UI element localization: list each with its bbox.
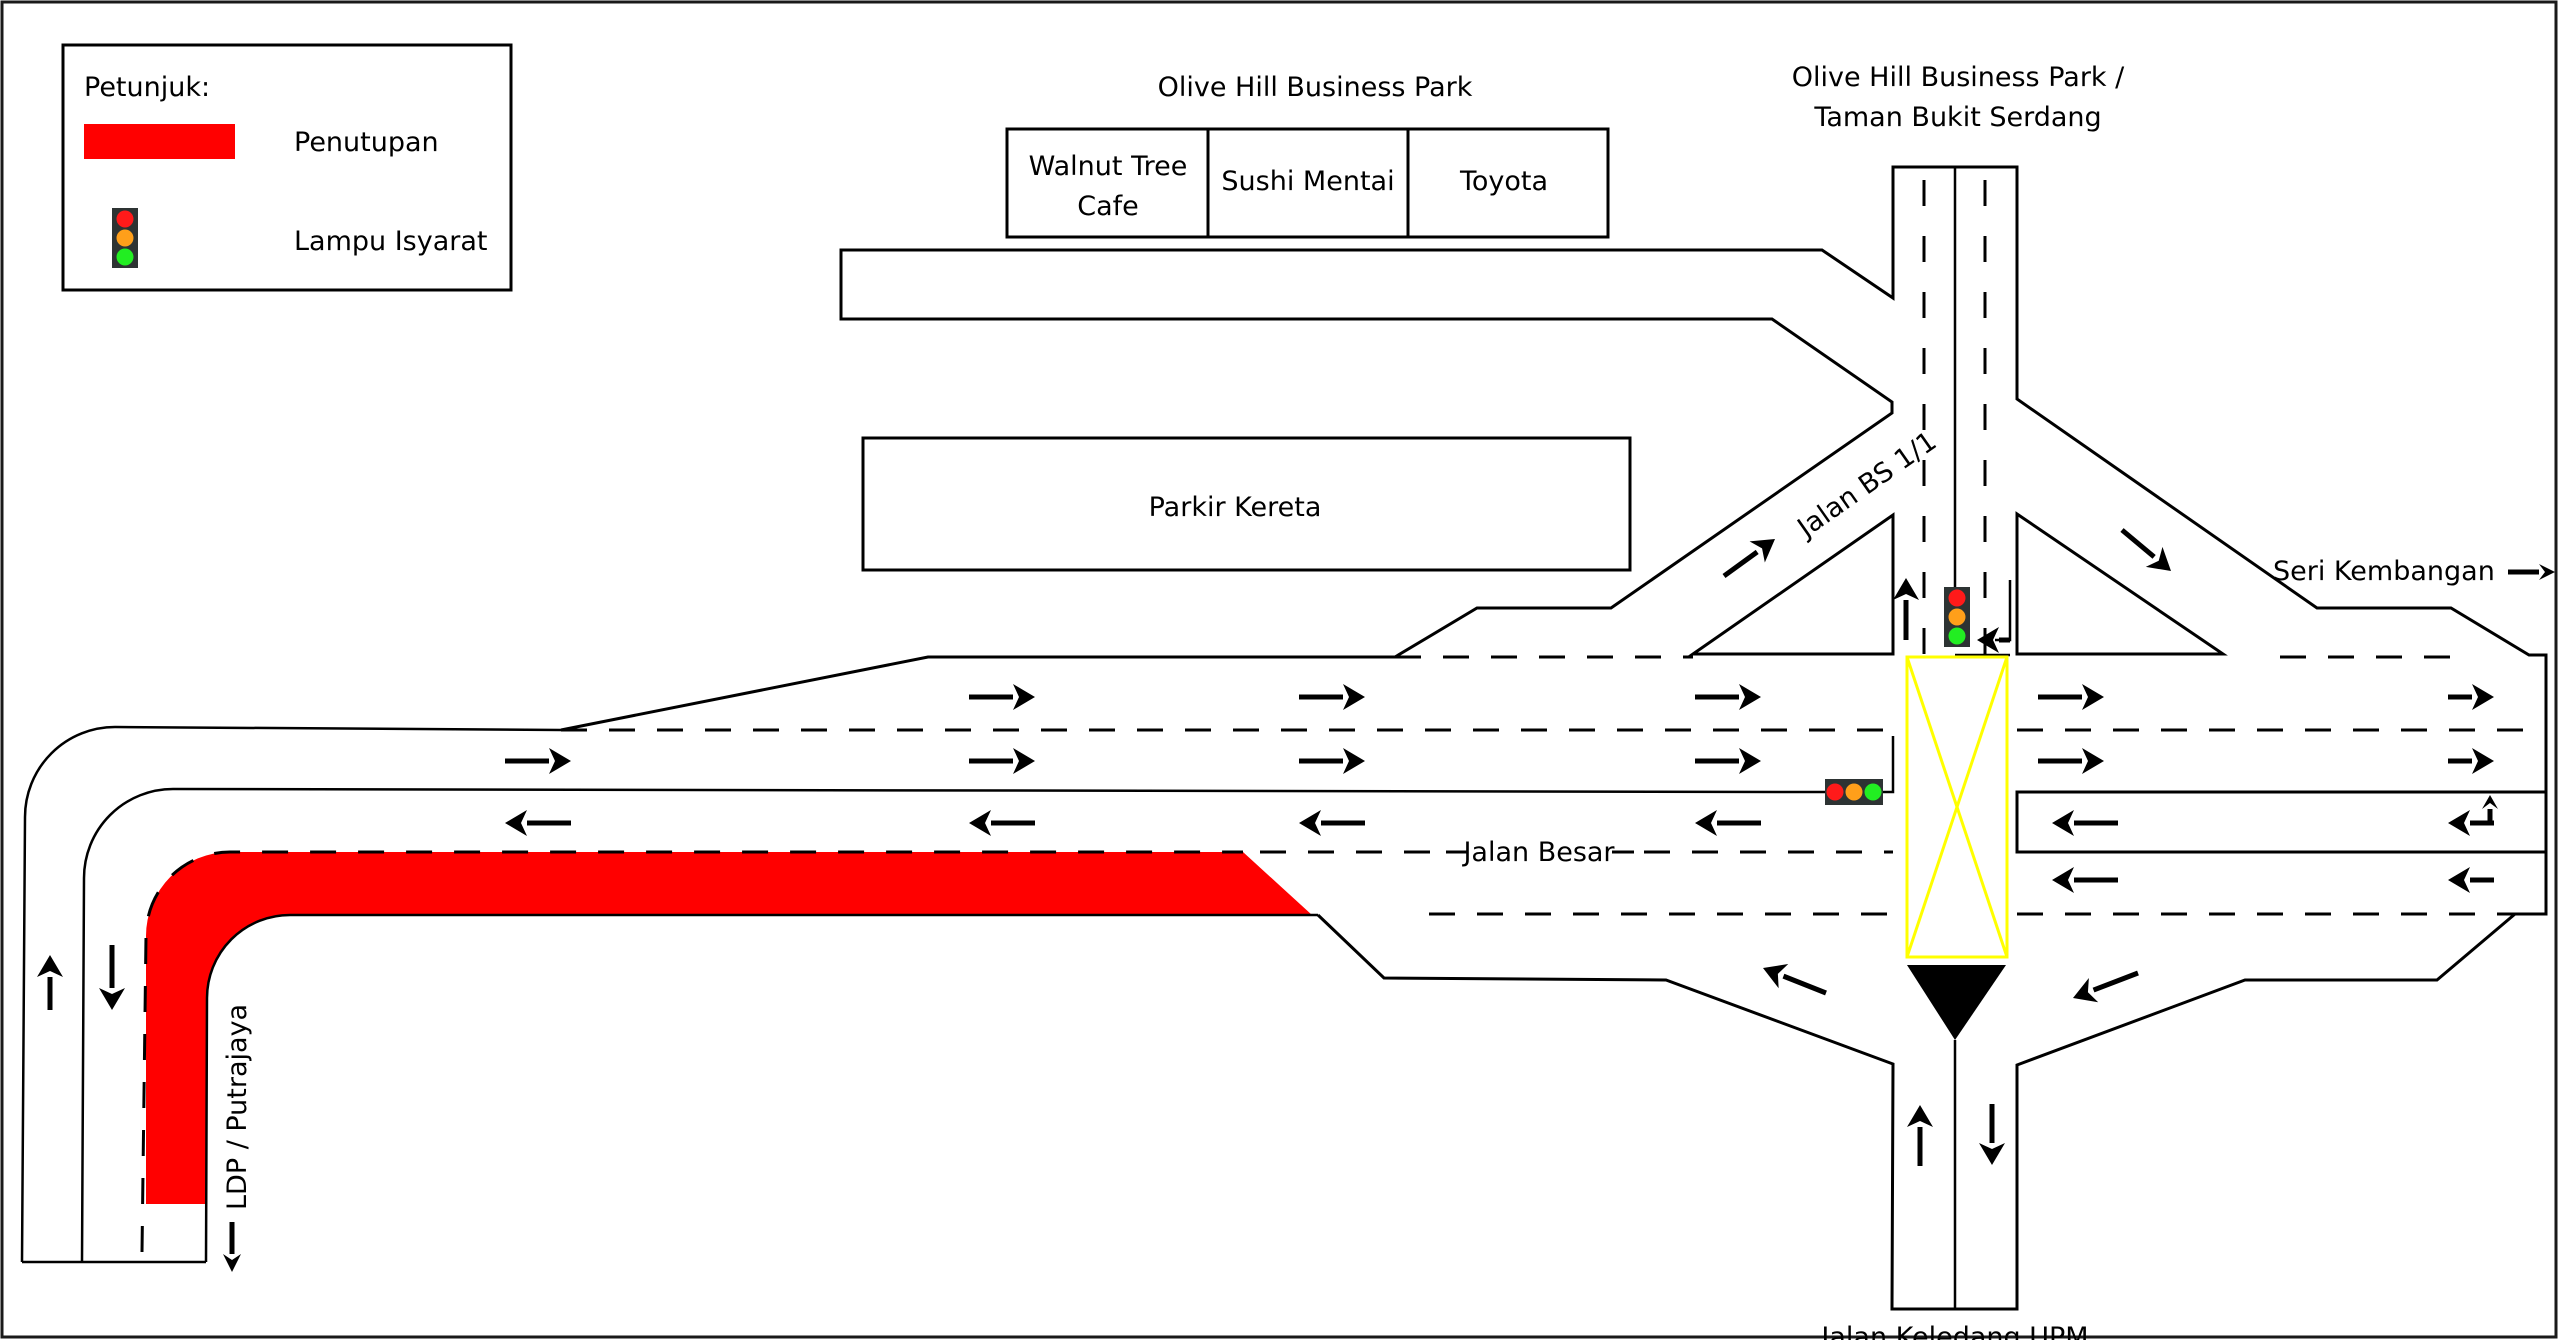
jalan-besar-label: Jalan Besar — [1461, 837, 1615, 868]
arrow-east-lane1-0 — [969, 684, 1035, 710]
give-way-triangle — [1907, 965, 2006, 1040]
island-right — [2015, 511, 2228, 656]
main-road-north-edge — [560, 165, 2548, 1311]
north-destination-line1: Olive Hill Business Park / — [1792, 62, 2125, 93]
lane-marking-curve — [140, 850, 1243, 1253]
arrow-east-lane2-5 — [2448, 748, 2494, 774]
arrow-seri-diagonal — [2120, 528, 2171, 571]
car-park-label: Parkir Kereta — [1149, 492, 1322, 523]
arrow-west-lane1-1 — [969, 810, 1035, 836]
olive-hill-title: Olive Hill Business Park — [1158, 72, 1473, 103]
traffic-light-icon — [112, 208, 138, 268]
arrow-west-lane2-0 — [2052, 867, 2118, 893]
shop-label-walnut-tree-2: Cafe — [1077, 191, 1139, 222]
arrow-east-lane2-0 — [505, 748, 571, 774]
road-divider-curve — [80, 787, 1801, 1263]
north-destination-line2: Taman Bukit Serdang — [1813, 102, 2101, 133]
arrow-seri-kembangan — [2508, 564, 2555, 580]
arrow-north-up — [1893, 578, 1919, 640]
road-edge-inner — [204, 913, 1318, 1263]
arrow-ldp-exit — [223, 1222, 241, 1272]
arrow-east-lane2-4 — [2038, 748, 2104, 774]
arrow-west-lane2-1 — [2448, 867, 2494, 893]
arrow-southeast-slip — [2073, 970, 2139, 1003]
arrow-east-lane1-4 — [2448, 684, 2494, 710]
shop-label-walnut-tree-1: Walnut Tree — [1029, 151, 1188, 182]
traffic-light-north — [1944, 587, 1970, 647]
arrow-uturn-up — [2482, 795, 2498, 822]
arrow-north-left — [1977, 627, 2010, 653]
ldp-putrajaya-label: LDP / Putrajaya — [222, 1004, 253, 1210]
arrow-east-lane2-1 — [969, 748, 1035, 774]
arrow-west-lane1-4 — [2052, 810, 2118, 836]
arrow-east-lane1-2 — [1695, 684, 1761, 710]
road-closure-area — [146, 852, 1312, 1204]
arrow-east-lane2-2 — [1299, 748, 1365, 774]
arrow-west-lane1-2 — [1299, 810, 1365, 836]
arrow-south-up — [1907, 1105, 1933, 1166]
legend-label-closure: Penutupan — [294, 127, 439, 158]
arrow-west-lane1-3 — [1695, 810, 1761, 836]
car-park-block — [861, 436, 1632, 572]
arrow-ldp-north — [37, 955, 63, 1010]
arrow-east-lane1-1 — [1299, 684, 1365, 710]
arrow-east-lane1-3 — [2038, 684, 2104, 710]
jalan-keledang-label: Jalan Keledang UPM — [1819, 1322, 2088, 1340]
shop-label-toyota: Toyota — [1459, 166, 1548, 197]
arrow-southwest-slip — [1763, 964, 1827, 996]
arrow-west-lane1-5 — [2448, 810, 2494, 836]
traffic-light-west — [1825, 779, 1883, 805]
closure-swatch — [84, 124, 235, 159]
arrow-south-down — [1979, 1104, 2005, 1165]
shop-label-sushi-mentai: Sushi Mentai — [1221, 166, 1394, 197]
legend-title: Petunjuk: — [84, 72, 210, 103]
arrow-east-lane2-3 — [1695, 748, 1761, 774]
arrow-jalan-bs — [1722, 539, 1775, 579]
arrow-west-lane1-0 — [505, 810, 571, 836]
shop-block — [1005, 127, 1610, 239]
jalan-besar-label-bg — [1468, 836, 1612, 870]
legend-label-traffic-light: Lampu Isyarat — [294, 226, 488, 257]
arrow-ldp-south — [99, 945, 125, 1010]
yellow-box-junction — [1905, 655, 2009, 959]
seri-kembangan-label: Seri Kembangan — [2273, 556, 2495, 587]
island-left — [1688, 512, 1895, 656]
road-edge-outer — [20, 725, 562, 1263]
